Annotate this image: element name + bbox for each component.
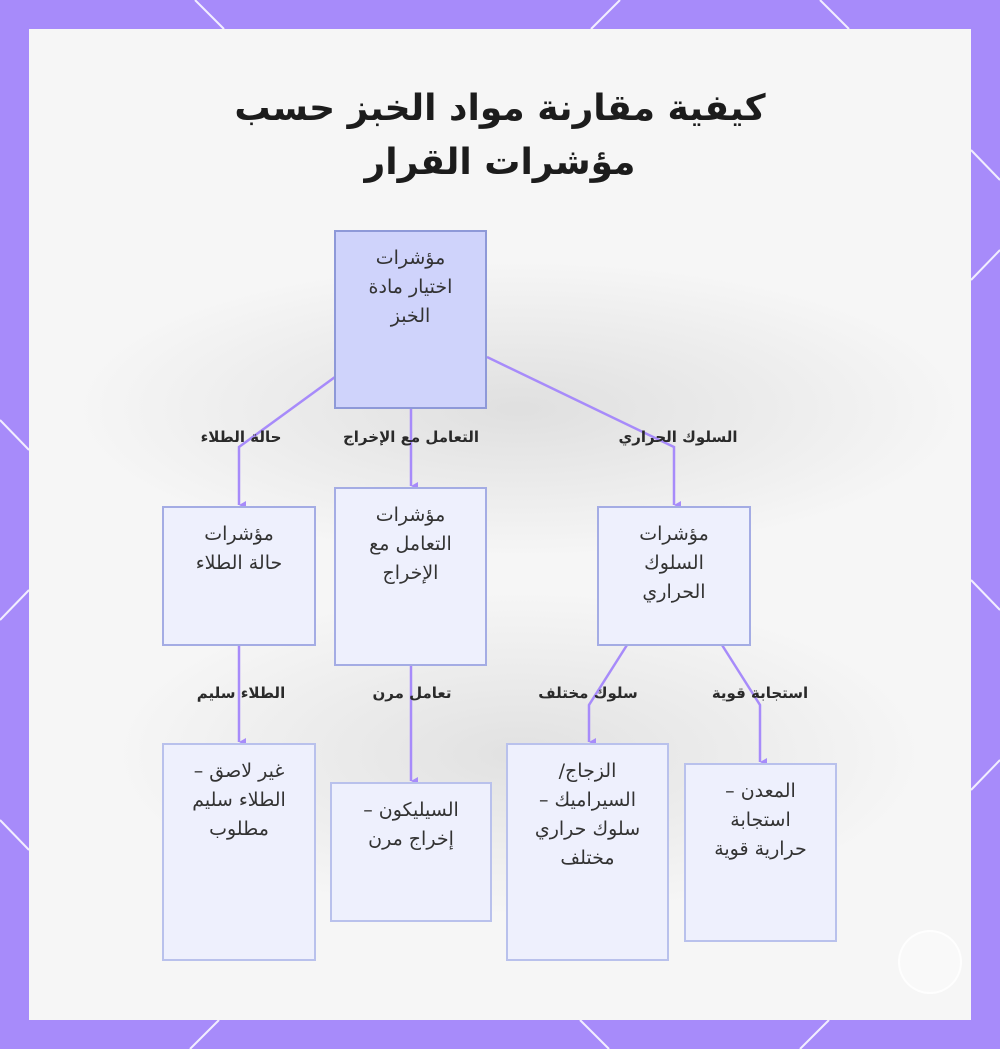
node-root-label: مؤشرات اختيار مادة الخبز — [368, 247, 453, 327]
edge-thermal-glass — [587, 644, 629, 746]
node-metal: المعدن – استجابة حرارية قوية — [684, 763, 837, 942]
edge-root-thermal — [486, 355, 681, 509]
title-line-2: مؤشرات القرار — [364, 142, 636, 183]
node-release-label: مؤشرات التعامل مع الإخراج — [369, 504, 452, 584]
node-coating-label: مؤشرات حالة الطلاء — [195, 523, 283, 574]
edge-label-flexible: تعامل مرن — [372, 684, 452, 702]
node-glass: الزجاج/السيراميك – سلوك حراري مختلف — [506, 743, 669, 961]
title-line-1: كيفية مقارنة مواد الخبز حسب — [234, 88, 766, 129]
logo-watermark — [898, 930, 962, 994]
edge-label-coating: حالة الطلاء — [200, 428, 282, 446]
node-thermal: مؤشرات السلوك الحراري — [597, 506, 751, 646]
edge-label-strong: استجابة قوية — [711, 684, 809, 702]
node-silicone-label: السيليكون – إخراج مرن — [363, 799, 459, 850]
edge-label-thermal: السلوك الحراري — [618, 428, 738, 446]
node-release: مؤشرات التعامل مع الإخراج — [334, 487, 487, 666]
node-root: مؤشرات اختيار مادة الخبز — [334, 230, 487, 409]
edge-label-different: سلوك مختلف — [538, 684, 638, 702]
edge-root-coating — [237, 375, 336, 509]
node-thermal-label: مؤشرات السلوك الحراري — [639, 523, 709, 603]
edge-thermal-metal — [720, 644, 767, 766]
edge-label-coating-ok: الطلاء سليم — [196, 684, 286, 702]
node-glass-label: الزجاج/السيراميك – سلوك حراري مختلف — [534, 760, 641, 869]
node-nonstick: غير لاصق – الطلاء سليم مطلوب — [162, 743, 316, 961]
diagram-title: كيفية مقارنة مواد الخبز حسب مؤشرات القرا… — [0, 82, 1000, 190]
edge-label-release: التعامل مع الإخراج — [342, 428, 480, 446]
node-nonstick-label: غير لاصق – الطلاء سليم مطلوب — [192, 760, 286, 840]
node-silicone: السيليكون – إخراج مرن — [330, 782, 492, 922]
node-coating: مؤشرات حالة الطلاء — [162, 506, 316, 646]
node-metal-label: المعدن – استجابة حرارية قوية — [714, 780, 807, 860]
